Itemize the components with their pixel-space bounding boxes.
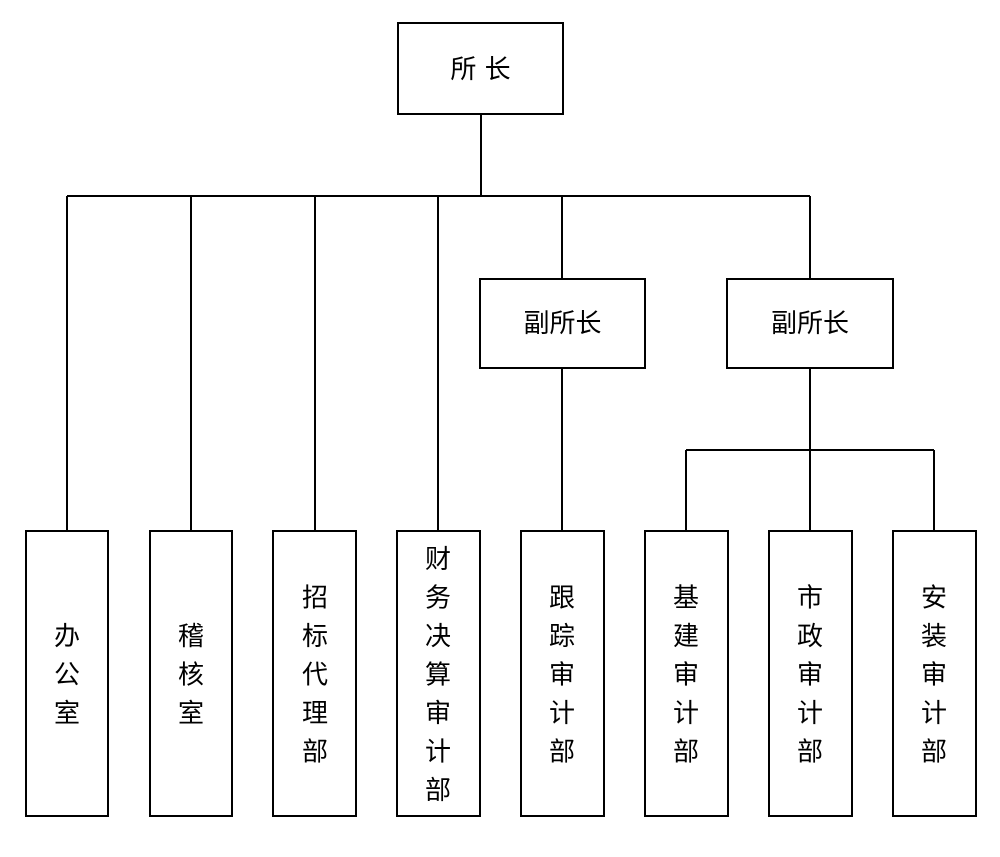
deputy-node-1: 副所长 — [479, 278, 646, 369]
department-label: 稽核室 — [178, 622, 204, 729]
department-label: 市政审计部 — [797, 584, 823, 768]
department-box-tracking — [520, 530, 605, 817]
connector-lines — [66, 114, 935, 531]
deputy-node-2: 副所长 — [726, 278, 894, 369]
department-label: 基建审计部 — [673, 584, 699, 768]
department-nodes — [25, 530, 977, 817]
department-label: 办公室 — [54, 622, 80, 729]
department-box-installation — [892, 530, 977, 817]
department-label: 财务决算审计部 — [425, 545, 451, 806]
department-label: 跟踪审计部 — [549, 584, 575, 768]
deputy-label-2: 副所长 — [771, 309, 849, 339]
department-box-audit-office — [149, 530, 233, 817]
department-box-office — [25, 530, 109, 817]
department-label: 招标代理部 — [302, 584, 328, 768]
department-box-bidding — [272, 530, 357, 817]
director-node: 所 长 — [397, 22, 564, 115]
director-label: 所 长 — [450, 55, 510, 85]
department-box-finance — [396, 530, 481, 817]
department-label: 安装审计部 — [921, 584, 947, 768]
department-box-municipal — [768, 530, 853, 817]
department-labels: 办公室 稽核室 招标代理部 财务决算审计部 跟踪审计部 基建审计部 市政审计部 安装审计部 — [54, 545, 947, 806]
department-box-construction — [644, 530, 729, 817]
deputy-label-1: 副所长 — [523, 309, 601, 339]
